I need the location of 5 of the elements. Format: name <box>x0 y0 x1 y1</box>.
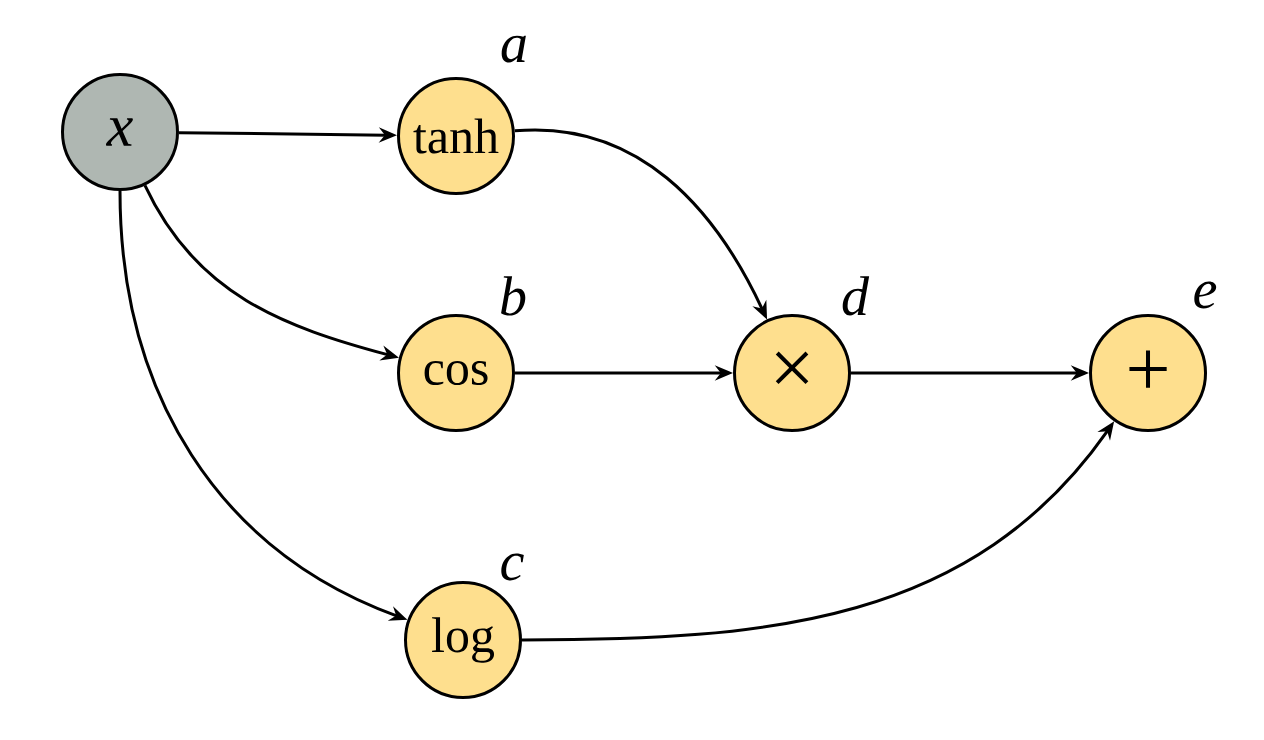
node-label: a <box>501 35 526 63</box>
node-label: b <box>501 276 526 316</box>
node-label: e <box>1194 281 1217 309</box>
node-label: d <box>842 276 870 316</box>
node-label: c <box>501 553 524 581</box>
